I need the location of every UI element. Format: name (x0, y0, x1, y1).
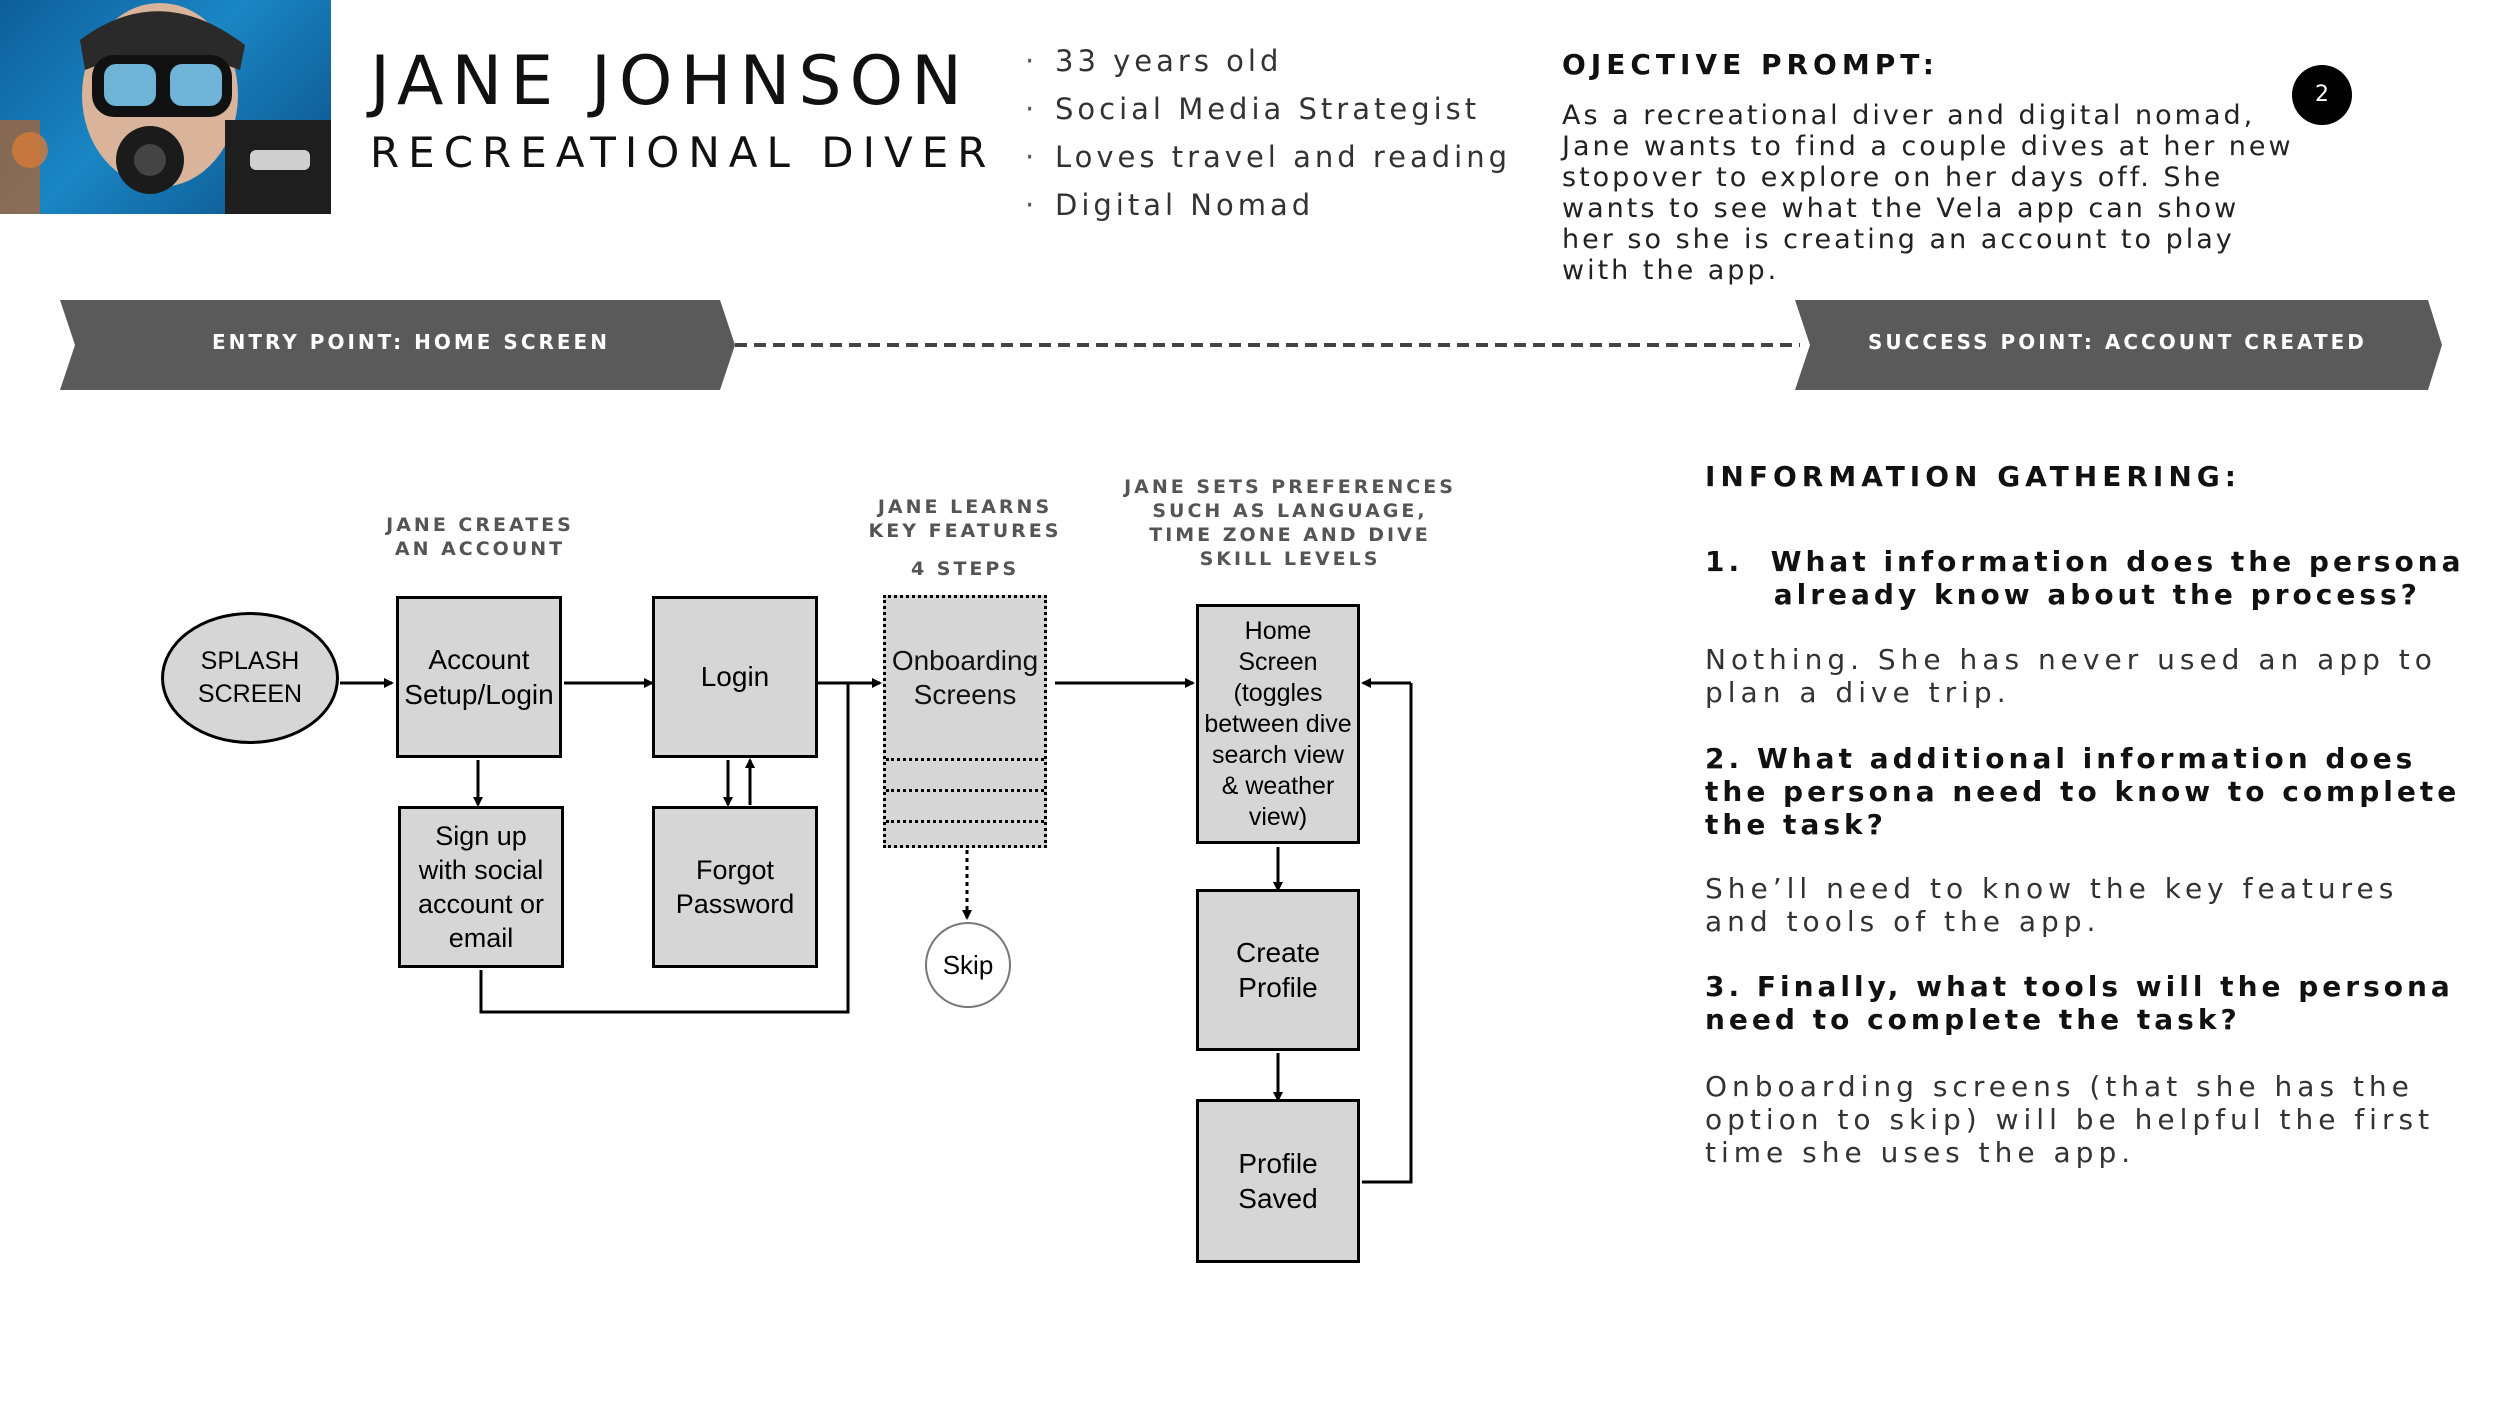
success-point-banner (1795, 300, 2442, 390)
question-3: 3. Finally, what tools will the persona … (1705, 970, 2454, 1036)
node-skip: Skip (925, 922, 1011, 1008)
onboarding-step (886, 820, 1044, 848)
fact-item: ·33 years old (1025, 44, 1283, 78)
node-forgot-password: Forgot Password (652, 806, 818, 968)
label-four-steps: 4 STEPS (910, 558, 1020, 580)
persona-facts: ·33 years old ·Social Media Strategist ·… (1025, 44, 1511, 236)
question-1: 1. What information does the persona alr… (1705, 545, 2465, 611)
journey-banner (60, 300, 2442, 390)
success-point-label: SUCCESS POINT: ACCOUNT CREATED (1868, 330, 2367, 354)
node-onboarding-stack: Onboarding Screens (883, 595, 1047, 848)
page-number-badge: 2 (2292, 65, 2352, 125)
label-jane-sets-preferences: JANE SETS PREFERENCES SUCH AS LANGUAGE, … (1124, 476, 1456, 570)
fact-item: ·Loves travel and reading (1025, 140, 1511, 174)
fact-item: ·Digital Nomad (1025, 188, 1315, 222)
question-2: 2. What additional information does the … (1705, 742, 2461, 841)
objective-text: As a recreational diver and digital noma… (1562, 100, 2294, 286)
node-home-screen: Home Screen (toggles between dive search… (1196, 604, 1360, 844)
node-splash-screen: SPLASH SCREEN (161, 612, 339, 744)
answer-1: Nothing. She has never used an app to pl… (1705, 643, 2437, 709)
node-account-setup: Account Setup/Login (396, 596, 562, 758)
info-gathering-title: INFORMATION GATHERING: (1705, 460, 2241, 493)
entry-point-banner (60, 300, 735, 390)
node-create-profile: Create Profile (1196, 889, 1360, 1051)
objective-title: OJECTIVE PROMPT: (1562, 48, 1939, 81)
persona-photo (0, 0, 331, 214)
entry-point-label: ENTRY POINT: HOME SCREEN (212, 330, 610, 354)
onboarding-step (886, 758, 1044, 789)
label-jane-creates: JANE CREATES AN ACCOUNT (386, 514, 574, 560)
fact-item: ·Social Media Strategist (1025, 92, 1481, 126)
label-jane-learns: JANE LEARNS KEY FEATURES (868, 496, 1062, 542)
node-profile-saved: Profile Saved (1196, 1099, 1360, 1263)
node-onboarding-label: Onboarding Screens (891, 645, 1039, 710)
node-login: Login (652, 596, 818, 758)
persona-role: RECREATIONAL DIVER (370, 128, 996, 177)
persona-name: JANE JOHNSON (370, 42, 970, 121)
answer-2: She’ll need to know the key features and… (1705, 872, 2399, 938)
onboarding-step (886, 789, 1044, 820)
node-sign-up: Sign up with social account or email (398, 806, 564, 968)
answer-3: Onboarding screens (that she has the opt… (1705, 1070, 2435, 1169)
